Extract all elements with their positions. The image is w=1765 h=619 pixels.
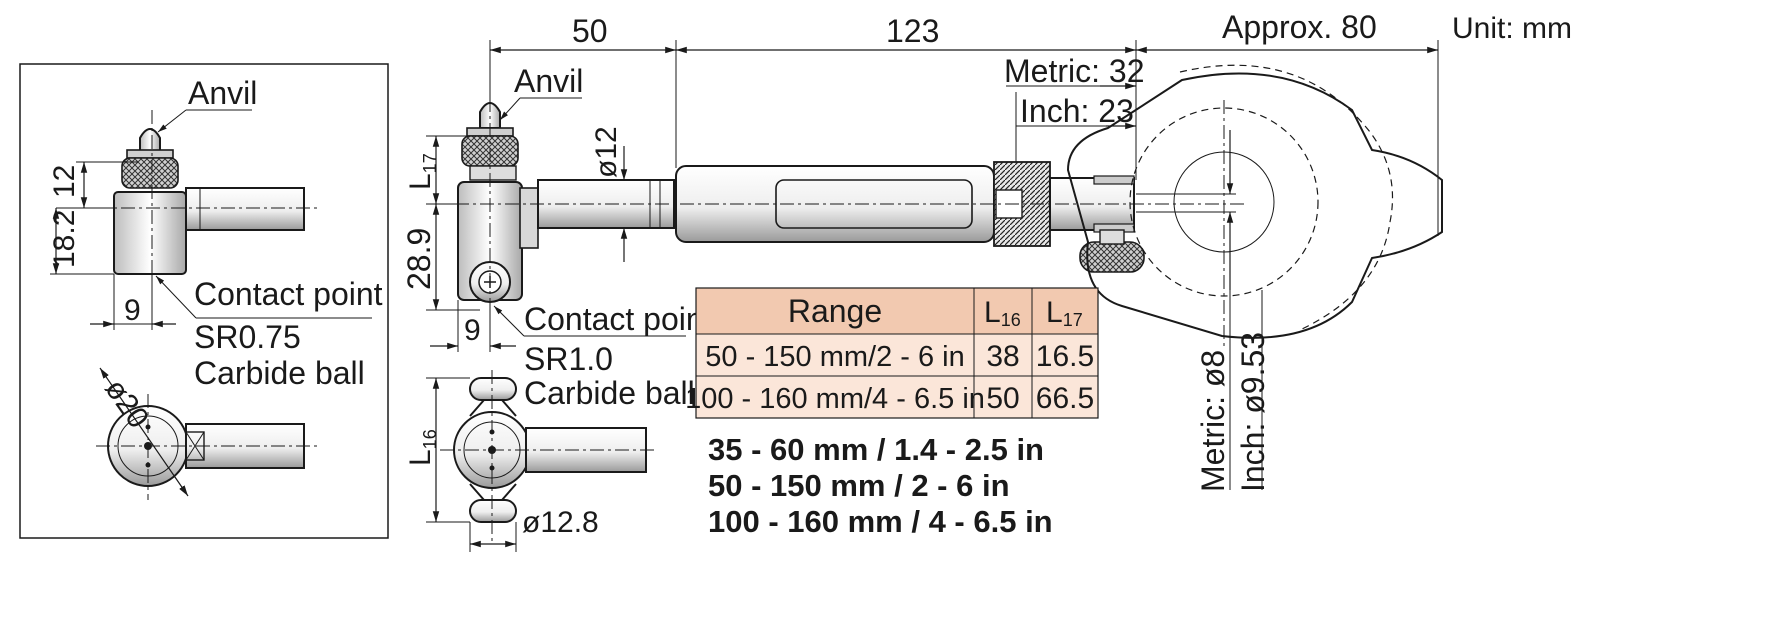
left-side-view <box>96 110 320 300</box>
table-row-2-l17: 66.5 <box>1036 382 1094 415</box>
center-dia-12-8: ø12.8 <box>522 506 599 539</box>
center-dia-12: ø12 <box>590 126 623 178</box>
left-dim-12: 12 <box>48 165 81 198</box>
center-ball-material: Carbide ball <box>524 375 695 411</box>
left-contact-point: Contact point <box>194 276 383 312</box>
dim-50: 50 <box>572 13 608 49</box>
center-l17: L17 <box>404 153 440 190</box>
gauge-side-view <box>430 64 1443 350</box>
table-row-2-l16: 50 <box>986 382 1019 415</box>
table-row-1-l17: 16.5 <box>1036 340 1094 373</box>
model-range-list: 35 - 60 mm / 1.4 - 2.5 in 50 - 150 mm / … <box>708 432 1053 539</box>
dim-approx-80: Approx. 80 <box>1222 9 1377 45</box>
unit-label: Unit: mm <box>1452 12 1572 45</box>
center-dimensions: Anvil L17 28.9 ø12 9 Contact point SR1.0… <box>401 63 713 411</box>
left-anvil-label: Anvil <box>188 75 257 111</box>
table-row-2-range: 100 - 160 mm/4 - 6.5 in <box>685 383 985 415</box>
center-ball-size: SR1.0 <box>524 341 613 377</box>
center-contact-point: Contact point <box>524 301 713 337</box>
left-ball-size: SR0.75 <box>194 319 301 355</box>
left-ball-material: Carbide ball <box>194 355 365 391</box>
right-metric-dia-8: Metric: ø8 <box>1195 350 1231 492</box>
top-dimensions: 50 123 Approx. 80 Unit: mm Metric: 32 In… <box>489 9 1572 236</box>
dim-metric-32: Metric: 32 <box>1004 53 1144 89</box>
range-table: Range L16 L17 50 - 150 mm/2 - 6 in 38 16… <box>685 287 1099 419</box>
center-dim-28-9: 28.9 <box>401 228 437 290</box>
table-row-1-range: 50 - 150 mm/2 - 6 in <box>705 341 965 373</box>
left-dim-9: 9 <box>124 294 141 327</box>
center-anvil-label: Anvil <box>514 63 583 99</box>
right-inch-dia-9-53: Inch: ø9.53 <box>1235 332 1271 492</box>
table-header-l16: L16 <box>984 296 1021 330</box>
table-row-1-l16: 38 <box>986 340 1019 373</box>
model-range-2: 50 - 150 mm / 2 - 6 in <box>708 468 1010 503</box>
left-panel: 12 18.2 9 Anvil Contact point SR0.75 Car… <box>19 63 389 539</box>
table-header-l17: L17 <box>1046 296 1083 330</box>
left-top-view <box>96 367 320 500</box>
table-header-range: Range <box>788 293 882 329</box>
gauge-top-view <box>426 370 656 552</box>
left-dim-18-2: 18.2 <box>48 210 81 268</box>
model-range-1: 35 - 60 mm / 1.4 - 2.5 in <box>708 432 1044 467</box>
dim-inch-23: Inch: 23 <box>1020 93 1134 129</box>
dim-123: 123 <box>886 13 939 49</box>
model-range-3: 100 - 160 mm / 4 - 6.5 in <box>708 504 1053 539</box>
center-l16: L16 <box>404 429 440 466</box>
left-panel-frame <box>19 63 389 539</box>
right-dimensions <box>1136 130 1263 490</box>
center-dim-9: 9 <box>464 314 481 347</box>
